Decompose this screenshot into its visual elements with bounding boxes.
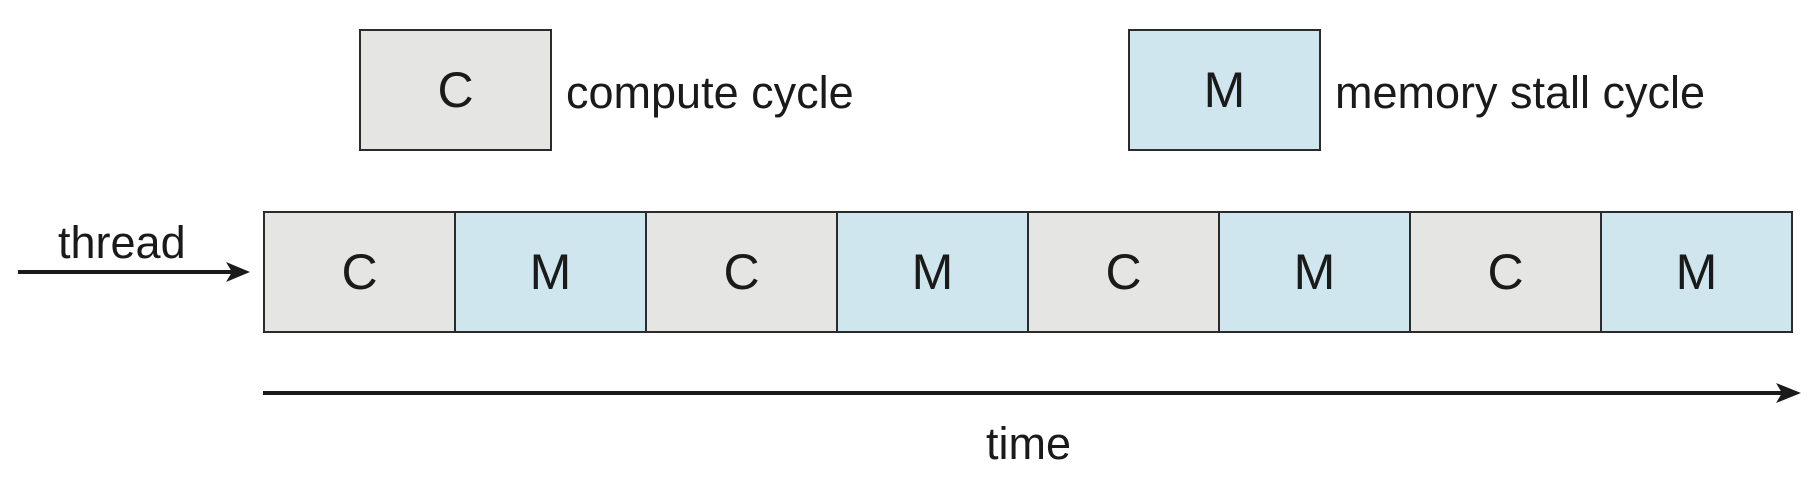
timeline-cell-symbol: M [529,244,572,300]
legend-memory-box: M [1128,29,1321,151]
legend-compute-box: C [359,29,552,151]
timeline-cell-symbol: M [1293,244,1336,300]
timeline-cell-memory: M [1600,211,1793,333]
timeline-cell-memory: M [454,211,647,333]
timeline-cell-memory: M [1218,211,1411,333]
thread-label: thread [58,217,186,268]
timeline-cell-symbol: M [1675,244,1718,300]
timeline-cell-compute: C [263,211,456,333]
timeline-cell-symbol: C [1487,244,1524,300]
thread-timeline: C M C M C M C M [263,211,1803,333]
timeline-cell-symbol: M [911,244,954,300]
time-arrow [263,383,1801,403]
timeline-cell-compute: C [1409,211,1602,333]
legend-compute-label: compute cycle [566,67,854,118]
legend-memory-label: memory stall cycle [1335,67,1706,118]
timeline-cell-compute: C [1027,211,1220,333]
timeline-cell-symbol: C [341,244,378,300]
time-label: time [986,418,1072,469]
timeline-cell-symbol: C [1105,244,1142,300]
legend-memory-symbol: M [1203,62,1246,118]
timeline-cell-compute: C [645,211,838,333]
timeline-cell-memory: M [836,211,1029,333]
legend-compute-symbol: C [437,62,474,118]
timeline-cell-symbol: C [723,244,760,300]
